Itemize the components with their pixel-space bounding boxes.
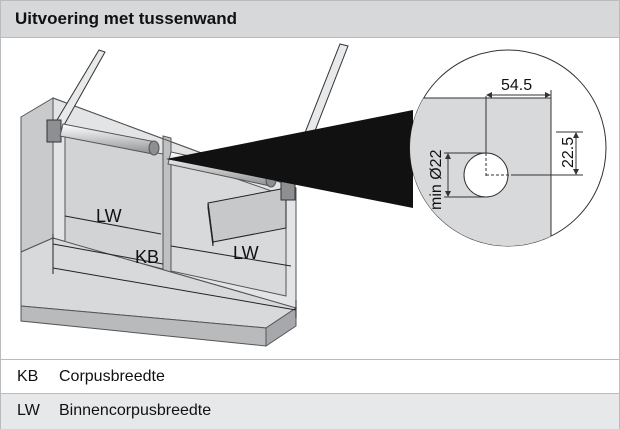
- detail-projection-cone: [166, 110, 413, 208]
- label-lw-left: LW: [96, 206, 122, 226]
- label-lw-right: LW: [233, 243, 259, 263]
- cabinet-drawing: LW KB LW: [20, 43, 607, 347]
- dimension-lines: [52, 215, 297, 318]
- header-bar: Uitvoering met tussenwand: [1, 1, 619, 38]
- detail-view: 54.5 22.5 min Ø22: [409, 49, 607, 247]
- legend-row-kb: KB Corpusbreedte: [1, 359, 619, 394]
- header-title: Uitvoering met tussenwand: [15, 9, 237, 28]
- drawer-insert: [207, 187, 287, 247]
- dim-vertical: 22.5: [560, 137, 577, 168]
- legend-code: KB: [17, 368, 39, 385]
- cabinet-body: [20, 97, 298, 347]
- legend-text: Binnencorpusbreedte: [59, 402, 212, 419]
- legend-code: LW: [17, 402, 40, 419]
- legend-row-lw: LW Binnencorpusbreedte: [1, 393, 619, 429]
- dim-horizontal: 54.5: [501, 77, 532, 94]
- dim-diameter: min Ø22: [428, 149, 445, 210]
- legend-text: Corpusbreedte: [59, 368, 165, 385]
- label-kb: KB: [135, 247, 159, 267]
- technical-illustration: LW KB LW: [1, 38, 619, 357]
